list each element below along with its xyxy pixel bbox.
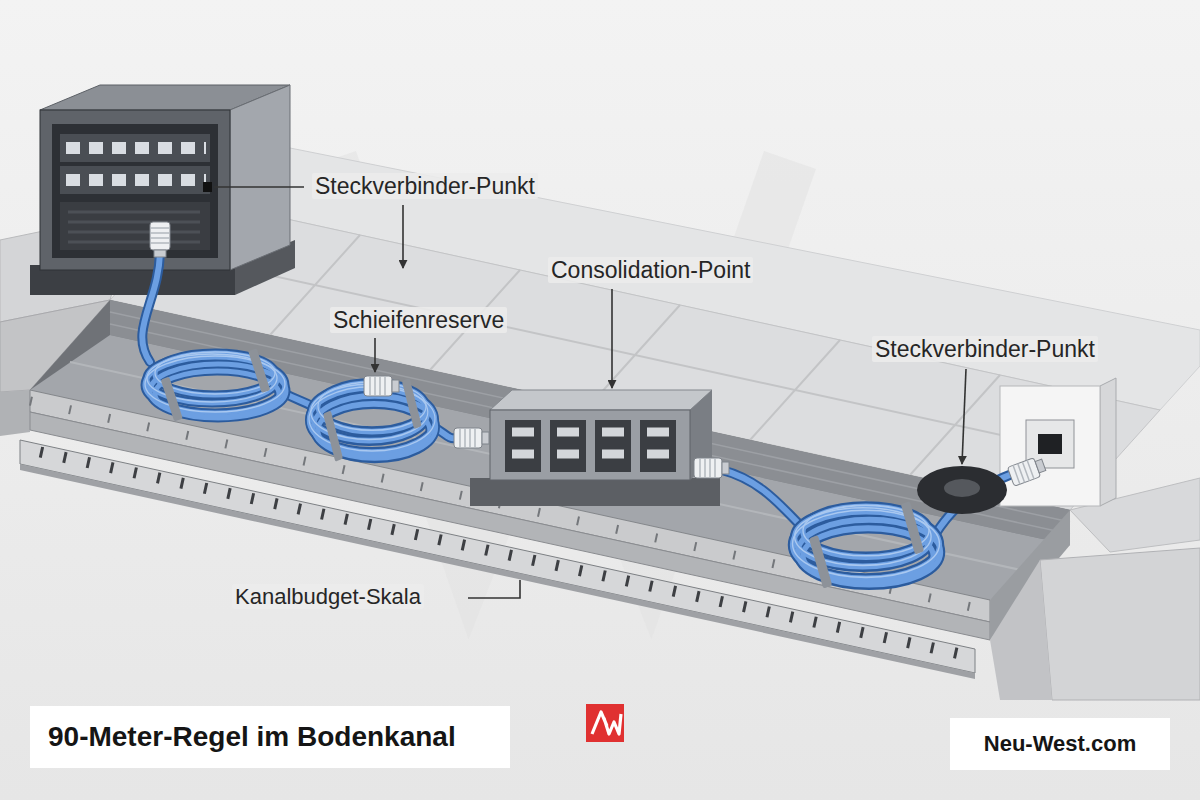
brand-logo [586,704,624,742]
budget-scale [20,464,975,679]
leader-lines [962,369,966,464]
callout-label: Kanalbudget-Skala [232,584,424,609]
wall-outlet [1000,386,1100,506]
floor-channel [30,401,990,611]
consolidation-point [470,390,720,506]
cabinet [68,212,200,242]
consolidation-point [470,478,720,506]
cabinet [66,174,206,186]
cable-coils [793,501,941,589]
connectors [694,458,729,478]
connectors [454,428,489,448]
callout-label: Consolidation-Point [548,257,753,283]
consolidation-point [490,390,712,410]
leader-lines [214,187,966,598]
consolidation-point [512,432,669,454]
right-block [990,560,1052,700]
cable [142,250,1012,535]
ring-grommet [917,466,1007,514]
leader-lines [611,289,613,388]
cable [722,470,800,525]
floor-slabs [0,390,30,436]
wall-outlet [1038,434,1062,454]
cabinet [40,110,230,270]
diagram-title: 90-Meter-Regel im Bodenkanal [30,706,510,768]
brand-logo [586,704,624,742]
leader-lines [374,338,376,372]
leader-lines [468,580,520,598]
cable-coils [145,348,941,588]
consolidation-point [490,410,690,480]
budget-scale [40,452,960,654]
brand-logo [592,712,621,734]
cabinet [60,134,210,162]
callout-label: Steckverbinder-Punkt [312,173,538,199]
callout-label: Steckverbinder-Punkt [872,336,1098,362]
floor-channel [30,412,990,640]
connectors [150,222,170,257]
connectors [1007,455,1047,486]
leader-lines [402,205,404,268]
connectors [364,376,399,396]
leader-lines [214,186,304,188]
cable [142,250,160,362]
callout-label: Schieifenreserve [330,307,507,333]
right-block [1040,548,1200,700]
ring-grommet [917,466,1007,514]
right-block [990,548,1200,700]
cabinet [60,202,210,250]
cabinet [60,166,210,194]
cable [142,250,160,362]
cable [722,470,800,525]
cabinet [203,182,212,192]
cable-coils [145,348,286,421]
wall-outlet [1000,378,1116,506]
wall-outlet [1100,378,1116,506]
cabinet [66,142,206,154]
floor-channel [30,390,990,622]
site-name: Neu-West.com [950,718,1170,770]
cabinet [52,124,218,258]
ring-grommet [944,479,980,497]
cabinet [230,85,290,270]
